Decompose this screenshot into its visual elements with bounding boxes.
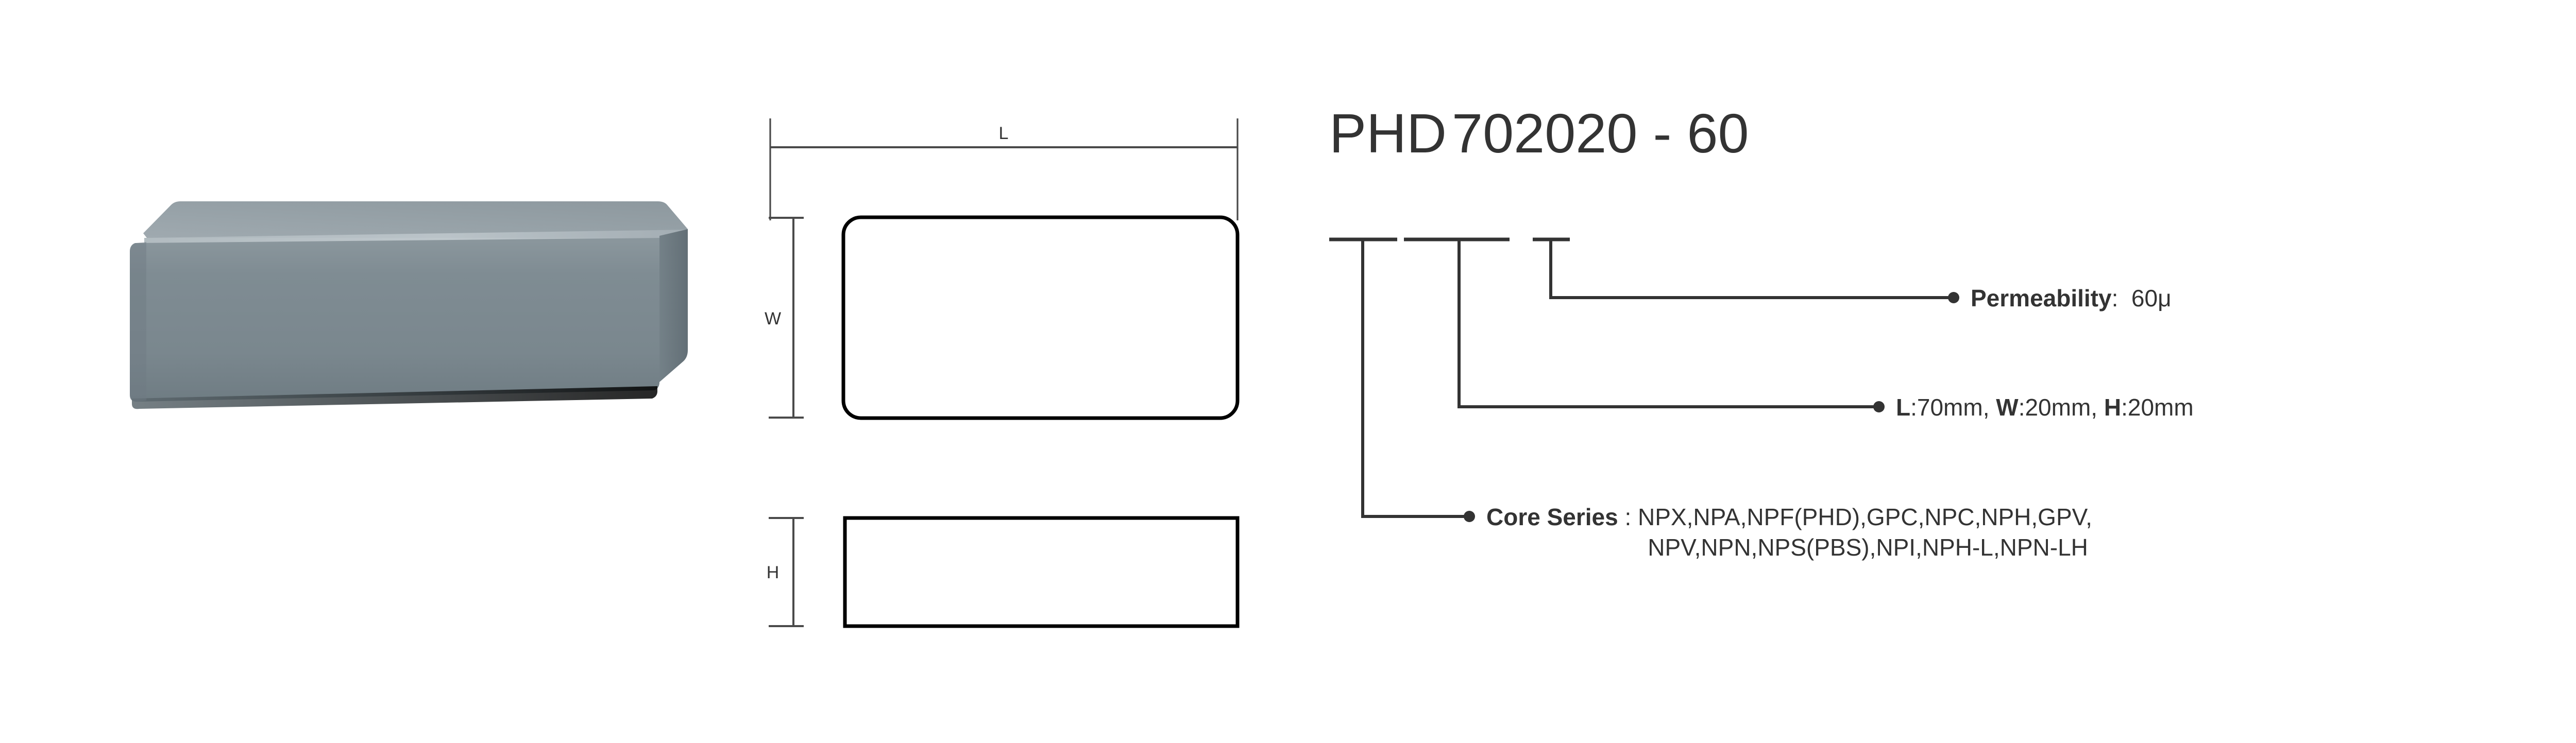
part-number-text: PHD702020 - 60	[1329, 102, 1749, 164]
length-dimension: L	[769, 118, 1239, 220]
callout-dimensions-w-value: 20mm,	[2025, 394, 2098, 421]
callout-dimensions-colon-w: :	[2018, 394, 2025, 421]
callout-permeability-colon: :	[2111, 285, 2119, 312]
callout-core-series-colon: :	[1624, 504, 1632, 530]
part-number-separator: -	[1653, 102, 1672, 164]
block-top-face	[143, 201, 688, 238]
block-right-face	[659, 229, 688, 382]
side-view-outline	[843, 516, 1240, 628]
callout-dimensions-w-label: W	[1996, 394, 2019, 421]
orthographic-views: L W H	[765, 118, 1240, 628]
part-number-series-code: PHD	[1329, 102, 1447, 164]
part-number-breakdown: PHD702020 - 60 Permeability: 60μ L:70mm,…	[1319, 102, 2576, 618]
callout-dimensions-colon-l: :	[1910, 394, 1917, 421]
height-dimension: H	[767, 517, 804, 627]
leader-dot-dimensions	[1873, 401, 1885, 412]
leader-dot-permeability	[1948, 292, 1959, 303]
leader-dimensions	[1458, 239, 1877, 408]
part-number-size-code: 702020	[1452, 102, 1638, 164]
block-left-edge	[130, 242, 146, 402]
callout-dimensions: L:70mm, W:20mm, H:20mm	[1896, 392, 2194, 423]
callout-dimensions-l-value: 70mm,	[1917, 394, 1990, 421]
top-view-outline	[841, 215, 1240, 420]
leader-core-series	[1361, 239, 1467, 518]
callout-dimensions-l-label: L	[1896, 394, 1911, 421]
callout-core-series-line1: NPX,NPA,NPF(PHD),GPC,NPC,NPH,GPV,	[1638, 504, 2092, 530]
callout-permeability-title: Permeability	[1971, 285, 2112, 312]
leader-dot-core-series	[1464, 511, 1475, 522]
callout-dimensions-colon-h: :	[2121, 394, 2128, 421]
callout-permeability-value: 60μ	[2131, 285, 2172, 312]
callout-dimensions-h-label: H	[2104, 394, 2122, 421]
block-front-face	[130, 238, 659, 402]
length-dimension-label: L	[999, 124, 1009, 143]
callout-dimensions-h-value: 20mm	[2127, 394, 2194, 421]
callout-core-series-line2: NPV,NPN,NPS(PBS),NPI,NPH-L,NPN-LH	[1648, 533, 2088, 561]
callout-core-series-title: Core Series	[1486, 504, 1618, 530]
isometric-view	[130, 201, 688, 409]
height-dimension-label: H	[767, 563, 779, 582]
callout-permeability: Permeability: 60μ	[1971, 283, 2172, 314]
leader-permeability	[1549, 239, 1952, 299]
callout-core-series: Core Series : NPX,NPA,NPF(PHD),GPC,NPC,N…	[1486, 502, 2092, 563]
width-dimension: W	[765, 217, 804, 419]
part-number-permeability-code: 60	[1687, 102, 1749, 164]
width-dimension-label: W	[765, 309, 781, 329]
leader-lines	[1329, 237, 1959, 522]
block-bottom-shade	[132, 386, 657, 409]
